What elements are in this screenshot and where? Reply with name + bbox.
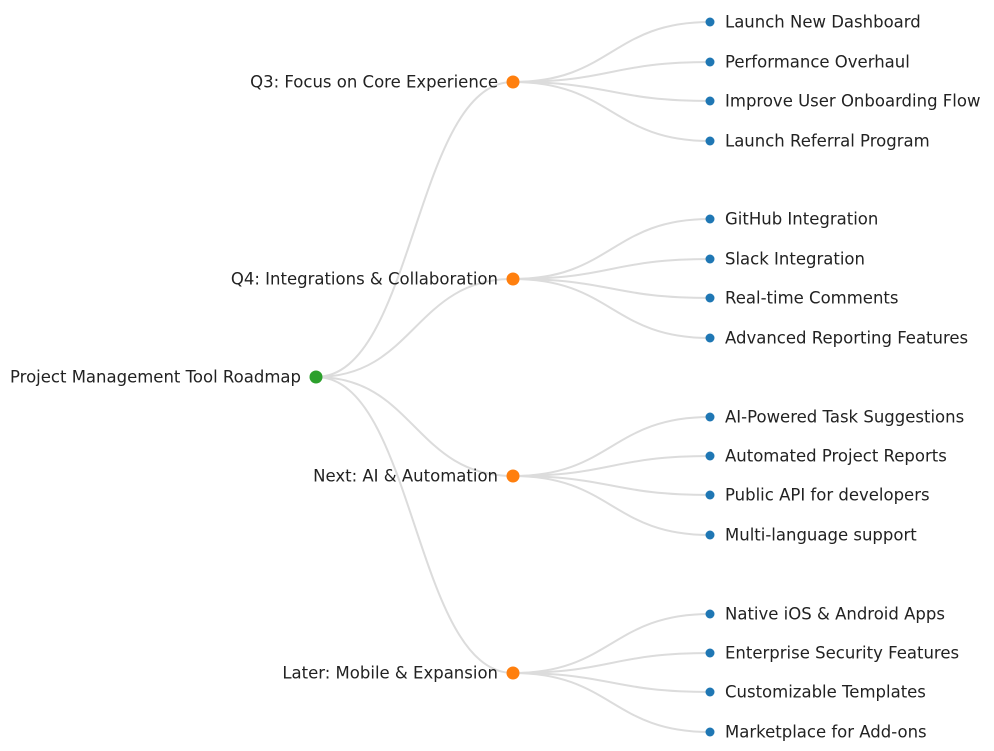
link-branch-to-leaf — [512, 672, 711, 733]
branch-node-dot-icon[interactable] — [506, 469, 520, 483]
leaf-node-dot-icon[interactable] — [705, 136, 715, 146]
link-branch-to-leaf — [512, 455, 711, 477]
leaf-node[interactable]: Improve User Onboarding Flow — [705, 92, 981, 111]
leaf-node-label: Real-time Comments — [725, 289, 898, 308]
link-branch-to-leaf — [512, 613, 711, 674]
branch-node[interactable]: Q3: Focus on Core Experience — [250, 73, 520, 92]
branch-node-label: Q3: Focus on Core Experience — [250, 73, 498, 92]
leaf-node-dot-icon[interactable] — [705, 333, 715, 343]
root-node[interactable]: Project Management Tool Roadmap — [10, 368, 323, 387]
leaf-node[interactable]: Enterprise Security Features — [705, 644, 960, 663]
leaf-node-label: GitHub Integration — [725, 210, 878, 229]
leaf-node-dot-icon[interactable] — [705, 490, 715, 500]
leaf-node[interactable]: Launch New Dashboard — [705, 13, 921, 32]
branch-node[interactable]: Next: AI & Automation — [313, 467, 520, 486]
leaf-node-label: Improve User Onboarding Flow — [725, 92, 980, 111]
branch-node-dot-icon[interactable] — [506, 272, 520, 286]
leaf-node-dot-icon[interactable] — [705, 293, 715, 303]
leaf-node[interactable]: GitHub Integration — [705, 210, 879, 229]
leaf-node-label: Advanced Reporting Features — [725, 329, 968, 348]
leaf-node-label: Multi-language support — [725, 526, 917, 545]
branch-node[interactable]: Q4: Integrations & Collaboration — [231, 270, 520, 289]
link-branch-to-leaf — [512, 672, 711, 693]
leaf-node[interactable]: Multi-language support — [705, 526, 918, 545]
branch-node-label: Later: Mobile & Expansion — [282, 664, 498, 683]
leaf-node-dot-icon[interactable] — [705, 609, 715, 619]
leaf-node-dot-icon[interactable] — [705, 648, 715, 658]
link-root-to-branch — [315, 81, 514, 378]
leaf-node[interactable]: Customizable Templates — [705, 683, 926, 702]
leaf-node-dot-icon[interactable] — [705, 451, 715, 461]
link-branch-to-leaf — [512, 278, 711, 299]
leaf-node-label: Performance Overhaul — [725, 53, 910, 72]
link-branch-to-leaf — [512, 21, 711, 83]
leaf-node-dot-icon[interactable] — [705, 57, 715, 67]
link-branch-to-leaf — [512, 218, 711, 280]
leaf-node-dot-icon[interactable] — [705, 412, 715, 422]
leaf-node[interactable]: Native iOS & Android Apps — [705, 605, 945, 624]
branch-node-dot-icon[interactable] — [506, 666, 520, 680]
tree-nodes: Project Management Tool Roadmap Q3: Focus… — [10, 13, 980, 742]
leaf-node[interactable]: Real-time Comments — [705, 289, 899, 308]
root-node-label: Project Management Tool Roadmap — [10, 368, 301, 387]
leaf-node-label: Slack Integration — [725, 250, 865, 269]
leaf-node[interactable]: Advanced Reporting Features — [705, 329, 969, 348]
leaf-node[interactable]: Marketplace for Add-ons — [705, 723, 927, 742]
leaf-node-label: Customizable Templates — [725, 683, 926, 702]
link-root-to-branch — [315, 376, 514, 477]
link-branch-to-leaf — [512, 81, 711, 102]
leaf-node[interactable]: Public API for developers — [705, 486, 930, 505]
link-branch-to-leaf — [512, 258, 711, 280]
leaf-node-label: Automated Project Reports — [725, 447, 947, 466]
leaf-node[interactable]: Launch Referral Program — [705, 132, 930, 151]
branch-node-label: Next: AI & Automation — [313, 467, 498, 486]
branch-node-label: Q4: Integrations & Collaboration — [231, 270, 498, 289]
leaf-node-dot-icon[interactable] — [705, 17, 715, 27]
link-branch-to-leaf — [512, 475, 711, 496]
link-branch-to-leaf — [512, 61, 711, 83]
link-branch-to-leaf — [512, 475, 711, 536]
leaf-node-label: AI-Powered Task Suggestions — [725, 408, 964, 427]
link-branch-to-leaf — [512, 278, 711, 339]
root-node-dot-icon[interactable] — [309, 370, 323, 384]
tree-links — [315, 21, 711, 733]
link-branch-to-leaf — [512, 652, 711, 674]
link-root-to-branch — [315, 376, 514, 674]
leaf-node-label: Enterprise Security Features — [725, 644, 959, 663]
leaf-node-dot-icon[interactable] — [705, 214, 715, 224]
leaf-node[interactable]: AI-Powered Task Suggestions — [705, 408, 965, 427]
leaf-node-dot-icon[interactable] — [705, 254, 715, 264]
link-branch-to-leaf — [512, 81, 711, 142]
leaf-node-dot-icon[interactable] — [705, 687, 715, 697]
leaf-node-label: Launch New Dashboard — [725, 13, 921, 32]
leaf-node-label: Marketplace for Add-ons — [725, 723, 927, 742]
leaf-node-label: Launch Referral Program — [725, 132, 930, 151]
leaf-node-label: Public API for developers — [725, 486, 930, 505]
leaf-node[interactable]: Slack Integration — [705, 250, 865, 269]
leaf-node[interactable]: Automated Project Reports — [705, 447, 947, 466]
branch-node-dot-icon[interactable] — [506, 75, 520, 89]
branch-node[interactable]: Later: Mobile & Expansion — [282, 664, 520, 683]
link-branch-to-leaf — [512, 416, 711, 477]
leaf-node[interactable]: Performance Overhaul — [705, 53, 910, 72]
link-root-to-branch — [315, 278, 514, 378]
leaf-node-dot-icon[interactable] — [705, 727, 715, 737]
leaf-node-dot-icon[interactable] — [705, 96, 715, 106]
leaf-node-dot-icon[interactable] — [705, 530, 715, 540]
leaf-node-label: Native iOS & Android Apps — [725, 605, 945, 624]
